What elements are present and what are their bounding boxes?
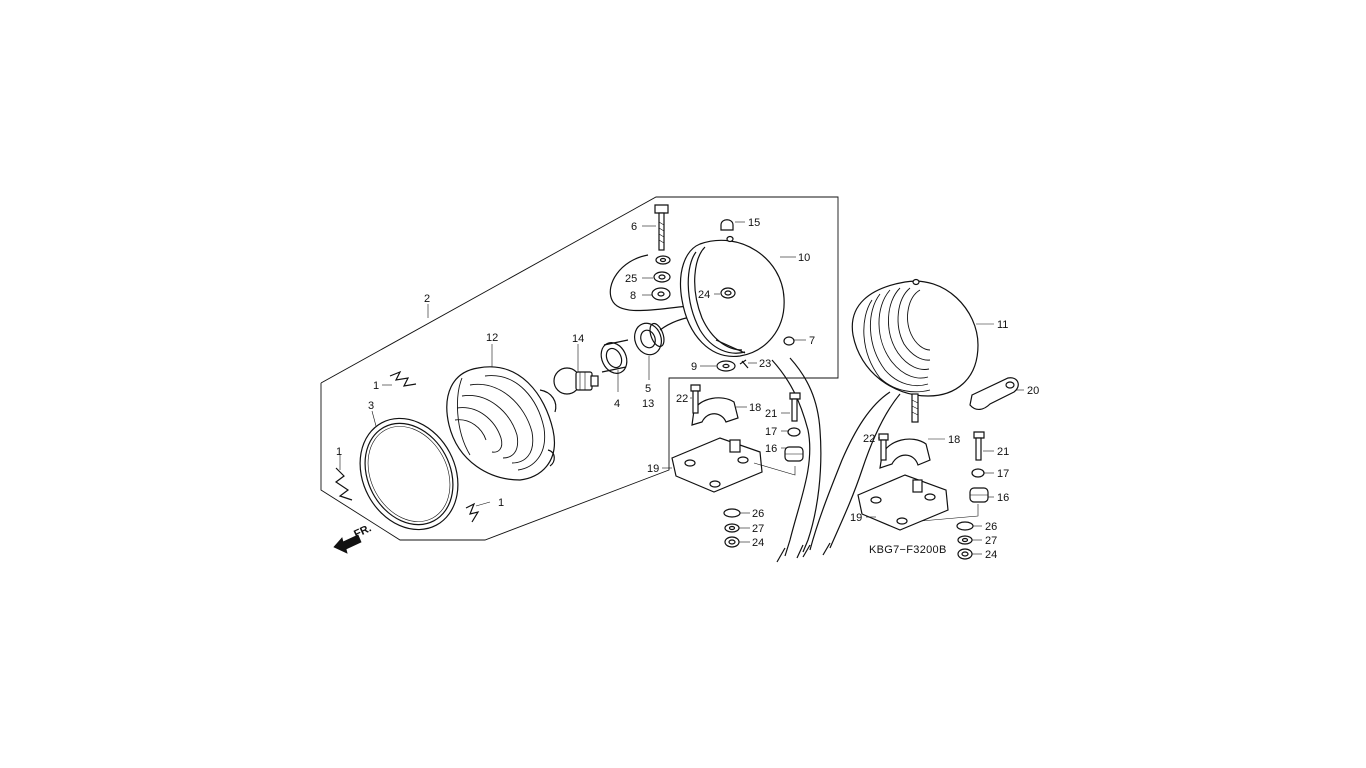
cap-nut-15: [720, 219, 734, 231]
washer-9: [716, 360, 736, 372]
callout-21: 21: [765, 408, 777, 420]
callout-7: 7: [809, 335, 815, 347]
front-direction-arrow: FR.: [333, 522, 373, 554]
callout-20: 20: [1027, 385, 1039, 397]
callout-17: 17: [997, 468, 1009, 480]
callout-14: 14: [572, 333, 584, 345]
screw-23: [739, 359, 749, 369]
callout-24: 24: [752, 537, 764, 549]
front-direction-label: FR.: [352, 522, 373, 540]
wire-harness-left: [771, 357, 822, 563]
bulb-socket: [600, 339, 629, 374]
bracket-18-left: [691, 397, 739, 426]
headlight-case-left: [679, 235, 785, 357]
callout-8: 8: [630, 290, 636, 302]
callout-24: 24: [698, 289, 710, 301]
callout-2: 2: [424, 293, 430, 305]
callout-11: 11: [997, 319, 1008, 331]
callout-16: 16: [997, 492, 1009, 504]
stay-20: [969, 377, 1019, 410]
bracket-18-right: [879, 438, 931, 469]
washer-17-left: [787, 427, 801, 437]
rubber-16-right: [969, 487, 989, 503]
washer-27-left: [724, 523, 740, 533]
washer-top: [655, 255, 671, 265]
callout-26: 26: [985, 521, 997, 533]
callout-6: 6: [631, 221, 637, 233]
callout-22: 22: [863, 433, 875, 445]
wire-harness-right: [802, 391, 901, 558]
callout-24: 24: [985, 549, 997, 561]
callout-25: 25: [625, 273, 637, 285]
washer-17-right: [971, 468, 985, 478]
callout-1: 1: [373, 380, 379, 392]
callout-21: 21: [997, 446, 1009, 458]
callout-10: 10: [798, 252, 810, 264]
callout-5: 5: [645, 383, 651, 395]
mount-plate-19-right: [857, 474, 949, 531]
wire-grommet: [634, 322, 665, 356]
nut-24-left: [724, 536, 740, 548]
spring-clip-1a: [389, 370, 417, 387]
nut-24-top: [720, 287, 736, 299]
washer-8: [651, 287, 671, 301]
callout-labels: 2 1 1 1 3 12 14 4 5 13 6 25 8 15 10 24 7…: [336, 217, 1039, 561]
rubber-16-left: [784, 446, 804, 462]
callout-9: 9: [691, 361, 697, 373]
bolt-21-left: [789, 392, 801, 422]
screw-7: [783, 336, 795, 346]
callout-17: 17: [765, 426, 777, 438]
callout-1: 1: [336, 446, 342, 458]
diagram-code: KBG7−F3200B: [869, 544, 947, 556]
callout-13: 13: [642, 398, 654, 410]
callout-18: 18: [948, 434, 960, 446]
washer-27-right: [957, 535, 973, 545]
mount-plate-19-left: [671, 437, 763, 493]
washer-26-left: [723, 508, 741, 518]
callout-3: 3: [368, 400, 374, 412]
spring-clip-1c: [465, 502, 480, 523]
callout-19: 19: [647, 463, 659, 475]
nut-24-right: [957, 548, 973, 560]
callout-18: 18: [749, 402, 761, 414]
callout-15: 15: [748, 217, 760, 229]
callout-23: 23: [759, 358, 771, 370]
washer-25: [653, 271, 671, 283]
callout-1: 1: [498, 497, 504, 509]
bolt-22-left: [690, 384, 701, 414]
callout-16: 16: [765, 443, 777, 455]
leader-lines: [339, 221, 1024, 555]
callout-19: 19: [850, 512, 862, 524]
mounting-bolt-6: [654, 204, 669, 251]
callout-4: 4: [614, 398, 620, 410]
headlight-rim: [359, 417, 459, 531]
callout-12: 12: [486, 332, 498, 344]
washer-26-right: [956, 521, 974, 531]
spring-clip-1b: [334, 467, 353, 501]
callout-22: 22: [676, 393, 688, 405]
callout-27: 27: [985, 535, 997, 547]
bolt-21-right: [973, 431, 985, 461]
headlight-bulb: [553, 367, 599, 395]
headlight-assembly-right: [851, 278, 979, 423]
callout-27: 27: [752, 523, 764, 535]
callout-26: 26: [752, 508, 764, 520]
headlight-lens: [446, 366, 557, 481]
assembly-boundary: [320, 196, 839, 541]
